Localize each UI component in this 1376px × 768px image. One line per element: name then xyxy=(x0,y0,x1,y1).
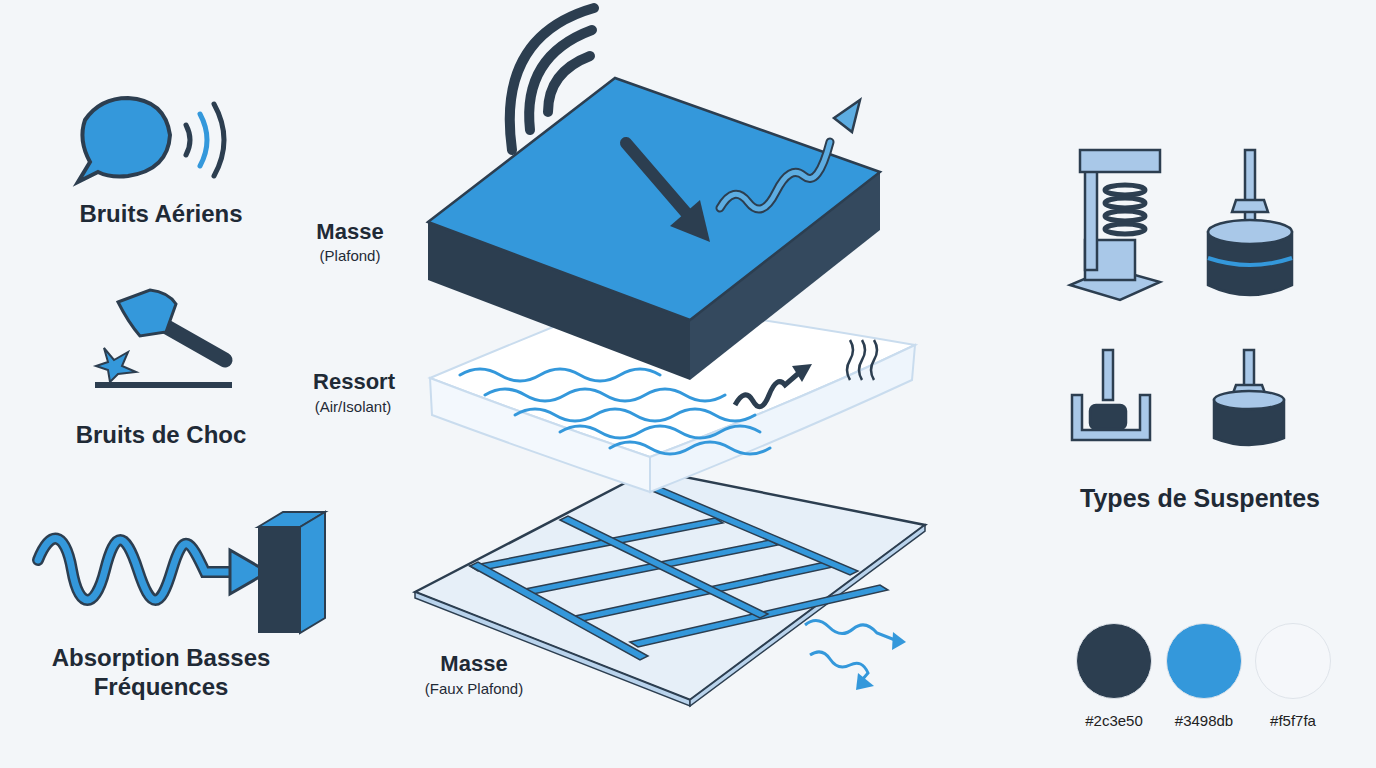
ceiling-slab xyxy=(428,8,880,380)
sound-wave xyxy=(548,56,590,112)
wave-line xyxy=(610,442,770,454)
wave-outline xyxy=(38,539,232,600)
color-swatch xyxy=(1255,623,1331,699)
spring-coil xyxy=(1105,211,1145,221)
impact-surface xyxy=(95,382,232,388)
insulation-waves xyxy=(460,369,770,454)
sound-wave xyxy=(186,125,190,155)
arrow-head xyxy=(670,200,710,242)
mount-cap xyxy=(1214,391,1284,409)
spring-coil xyxy=(1105,185,1145,195)
text-label: Masse xyxy=(316,219,383,245)
arrow-head xyxy=(834,100,860,132)
bracket-hanger xyxy=(1072,350,1150,440)
rubber-pad xyxy=(1090,405,1126,429)
sound-wave xyxy=(214,104,224,176)
ceiling-frame xyxy=(415,470,925,706)
text-label: Types de Suspentes xyxy=(1080,483,1320,513)
damped-wave xyxy=(735,372,800,407)
text-label: (Faux Plafond) xyxy=(425,680,523,698)
rail xyxy=(575,562,833,621)
rail xyxy=(470,562,648,660)
swatch-label: #f5f7fa xyxy=(1270,712,1316,730)
arrow-head xyxy=(792,364,812,382)
wave-line xyxy=(515,409,755,421)
u-bracket xyxy=(1072,395,1150,440)
text-label: Absorption Basses Fréquences xyxy=(45,644,277,702)
text-label: Masse xyxy=(440,651,507,677)
rail xyxy=(650,486,858,575)
text-label: (Plafond) xyxy=(320,247,381,265)
mount-band xyxy=(1208,258,1292,265)
rubber-mount xyxy=(1208,150,1292,295)
color-swatch xyxy=(1076,623,1152,699)
hanger-post xyxy=(1085,160,1097,270)
absorption-icon xyxy=(38,512,325,633)
swatch-label: #2c3e50 xyxy=(1085,712,1143,730)
impact-star xyxy=(96,348,136,382)
threaded-rod xyxy=(1103,350,1113,400)
text-label: Bruits de Choc xyxy=(76,421,247,450)
wave-line xyxy=(560,426,760,438)
rail xyxy=(560,516,768,618)
spring-hanger xyxy=(1070,150,1160,300)
slab-top xyxy=(428,78,880,320)
text-label: (Air/Isolant) xyxy=(315,398,392,416)
text-label: Bruits Aériens xyxy=(79,200,242,229)
text-label: Ressort xyxy=(313,369,395,395)
wall-front xyxy=(258,527,300,633)
wave-line xyxy=(460,369,660,381)
incident-arrow xyxy=(626,143,688,215)
nut xyxy=(1232,200,1268,212)
cylinder-mount xyxy=(1214,350,1284,445)
wave xyxy=(38,539,232,600)
reflected-wave-outline xyxy=(720,142,830,209)
hammer-head xyxy=(118,290,176,336)
spring-coil xyxy=(1105,198,1145,208)
hanger-top xyxy=(1080,150,1160,172)
hammer-icon xyxy=(95,290,232,385)
arrow-head xyxy=(856,673,874,690)
spring xyxy=(1105,185,1145,234)
swatch-label: #3498db xyxy=(1175,712,1233,730)
speech-icon xyxy=(78,98,224,182)
threaded-rod xyxy=(1245,150,1255,230)
color-swatch xyxy=(1166,623,1242,699)
spring-coil xyxy=(1105,224,1145,234)
wall-side xyxy=(300,512,325,633)
sound-wave xyxy=(200,114,207,166)
arrow-head xyxy=(892,632,906,650)
reflected-wave xyxy=(720,142,830,209)
sound-wave xyxy=(510,8,594,150)
transmitted-wave xyxy=(805,620,895,640)
heat-lines xyxy=(847,340,877,380)
insulation-front xyxy=(430,378,650,492)
mount-cap xyxy=(1208,220,1292,244)
rails xyxy=(470,486,888,660)
wave-line xyxy=(485,389,725,401)
speech-bubble xyxy=(78,98,170,182)
